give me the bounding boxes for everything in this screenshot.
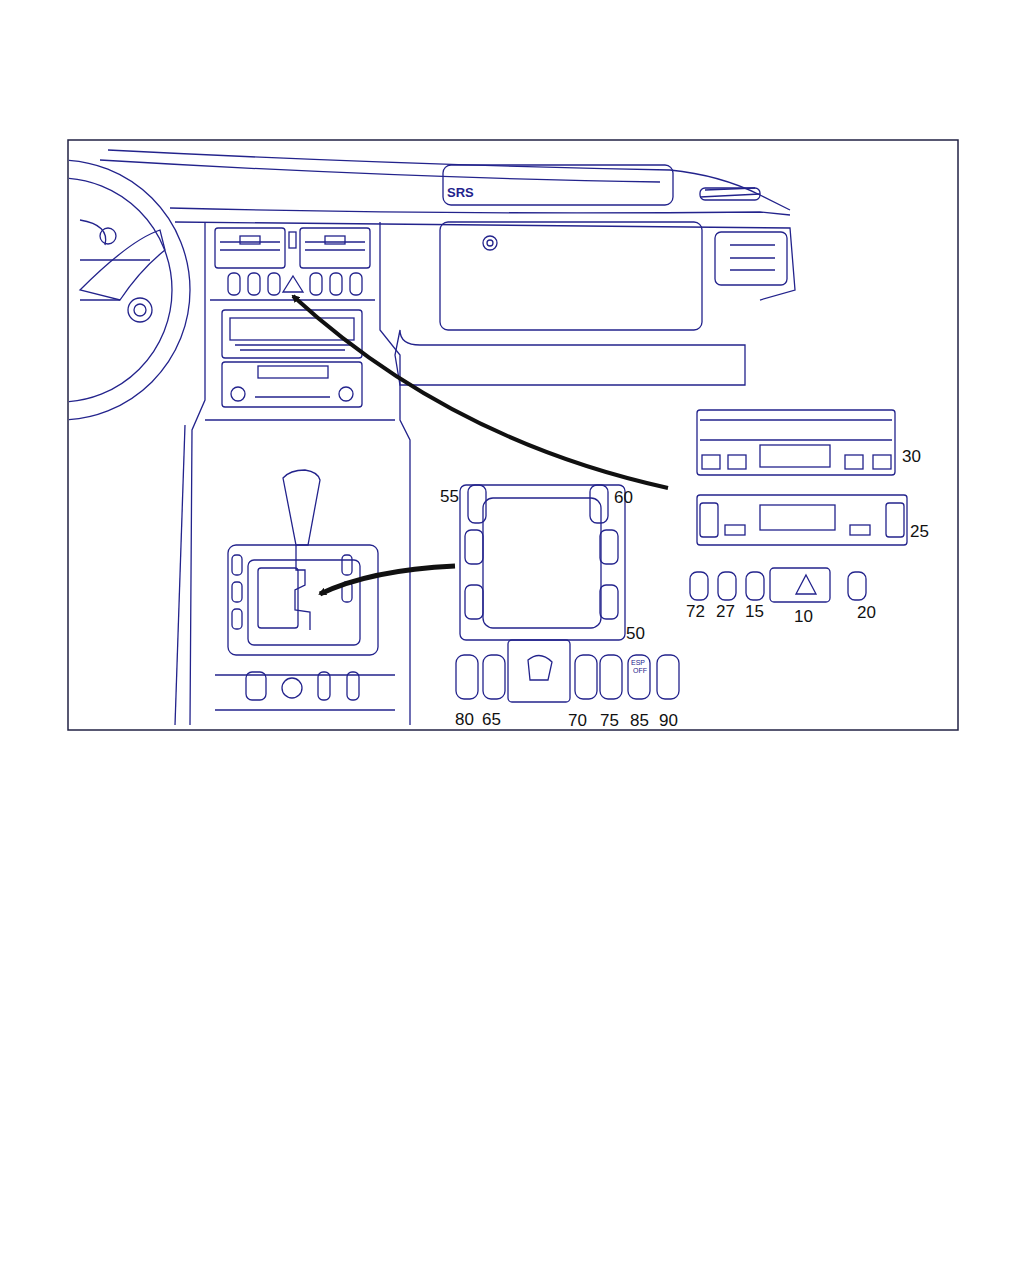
switch-marking: ESP xyxy=(631,659,645,666)
callout-number: 10 xyxy=(794,608,813,625)
callout-number: 15 xyxy=(745,603,764,620)
switch-marking: OFF xyxy=(633,667,647,674)
callout-number: 72 xyxy=(686,603,705,620)
callout-number: 65 xyxy=(482,711,501,728)
callout-number: 55 xyxy=(440,488,459,505)
callout-number: 70 xyxy=(568,712,587,729)
callout-number: 80 xyxy=(455,711,474,728)
callout-number: 75 xyxy=(600,712,619,729)
callout-number: 27 xyxy=(716,603,735,620)
callout-number: 90 xyxy=(659,712,678,729)
callout-number: 50 xyxy=(626,625,645,642)
callout-number: 20 xyxy=(857,604,876,621)
callout-number: 30 xyxy=(902,448,921,465)
callout-number: 25 xyxy=(910,523,929,540)
callout-number: 60 xyxy=(614,489,633,506)
callout-number: 85 xyxy=(630,712,649,729)
airbag-marking: SRS xyxy=(447,186,474,199)
